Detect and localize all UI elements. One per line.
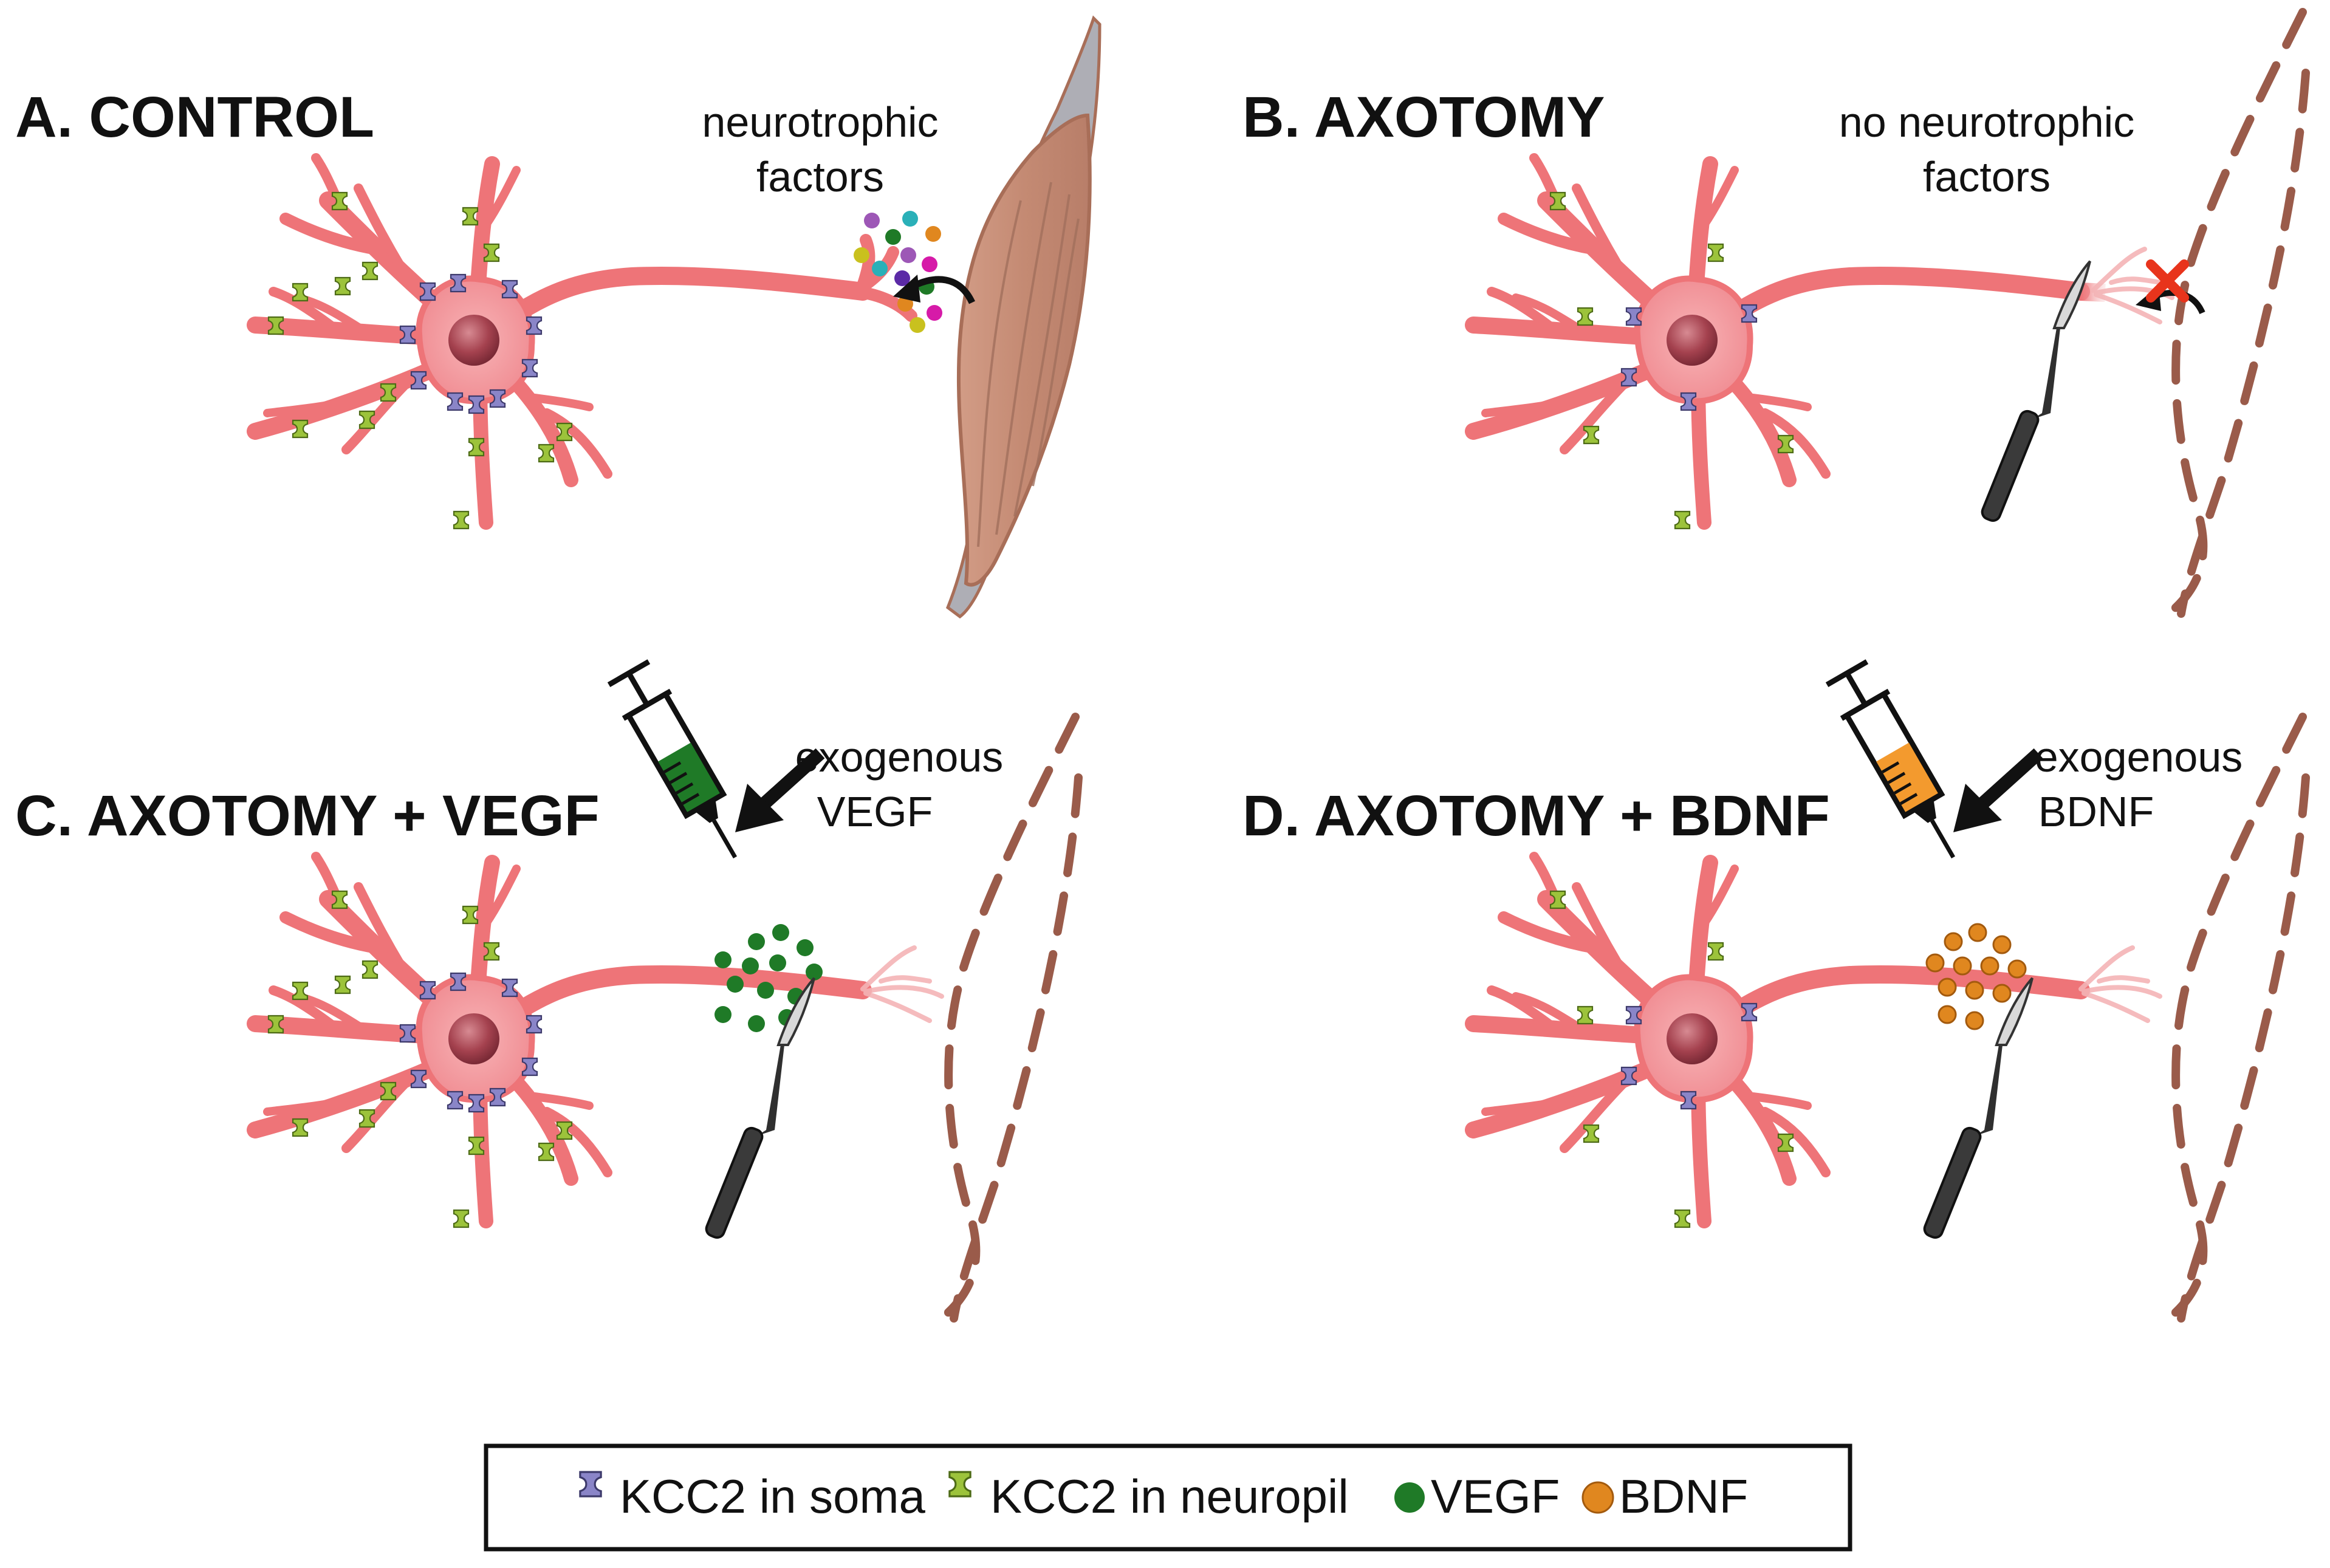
injection-arrow-icon xyxy=(735,748,825,832)
curved-arrow-icon xyxy=(893,275,975,304)
legend: KCC2 in soma KCC2 in neuropil VEGF BDNF xyxy=(484,1443,1852,1552)
denervated-muscle-outline xyxy=(2165,8,2310,618)
denervated-muscle-outline xyxy=(2165,713,2310,1323)
bdnf-syringe-icon xyxy=(1825,659,1956,858)
panel-d-title: D. AXOTOMY + BDNF xyxy=(1242,784,1830,848)
panel-b-title: B. AXOTOMY xyxy=(1242,85,1605,149)
panel-a: A. CONTROL neurotrophic factors xyxy=(15,15,1102,619)
neuron-c xyxy=(255,660,944,1241)
legend-label-bdnf: BDNF xyxy=(1619,1470,1748,1523)
vegf-syringe-icon xyxy=(605,660,759,871)
panel-b-note-line-2: factors xyxy=(1923,153,2051,200)
panel-d: D. AXOTOMY + BDNF exogenous BDNF xyxy=(1242,659,2310,1323)
panel-c-note-line-2: VEGF xyxy=(817,788,933,835)
cut-axon-stump xyxy=(2078,945,2162,1023)
cut-axon-stump xyxy=(2091,247,2174,324)
panel-d-note-line-2: BDNF xyxy=(2038,788,2154,835)
legend-label-vegf: VEGF xyxy=(1431,1470,1560,1523)
bdnf-dot-icon xyxy=(1581,1481,1614,1514)
legend-label-kcc2-neuropil: KCC2 in neuropil xyxy=(990,1470,1349,1523)
panel-c: C. AXOTOMY + VEGF exogenous VEGF xyxy=(15,660,1083,1323)
panel-a-note-line-1: neurotrophic xyxy=(702,98,938,146)
injection-arrow-icon xyxy=(1953,748,2043,832)
kcc2-soma-icon xyxy=(579,1471,602,1498)
muscle-icon xyxy=(945,15,1102,619)
panel-a-title: A. CONTROL xyxy=(15,85,374,149)
bdnf-dots xyxy=(1925,923,2027,1030)
neuron-a xyxy=(255,158,975,529)
panel-c-note-line-1: exogenous xyxy=(795,733,1004,781)
cut-axon-stump xyxy=(860,945,944,1023)
panel-c-title: C. AXOTOMY + VEGF xyxy=(15,784,600,848)
panel-d-note-line-1: exogenous xyxy=(2035,733,2243,781)
panel-a-note-line-2: factors xyxy=(756,153,884,200)
neuron-d xyxy=(1473,659,2162,1241)
scalpel-icon xyxy=(1979,260,2091,524)
denervated-muscle-outline xyxy=(937,713,1083,1323)
legend-label-kcc2-soma: KCC2 in soma xyxy=(620,1470,925,1523)
vegf-dot-icon xyxy=(1394,1482,1425,1513)
cross-icon xyxy=(2146,259,2189,303)
vegf-dots xyxy=(714,924,823,1032)
kcc2-neuropil-icon xyxy=(948,1471,971,1498)
panel-b: B. AXOTOMY no neurotrophic factors xyxy=(1242,8,2310,618)
panel-b-note-line-1: no neurotrophic xyxy=(1839,98,2134,146)
neuron-b xyxy=(1473,158,2205,529)
